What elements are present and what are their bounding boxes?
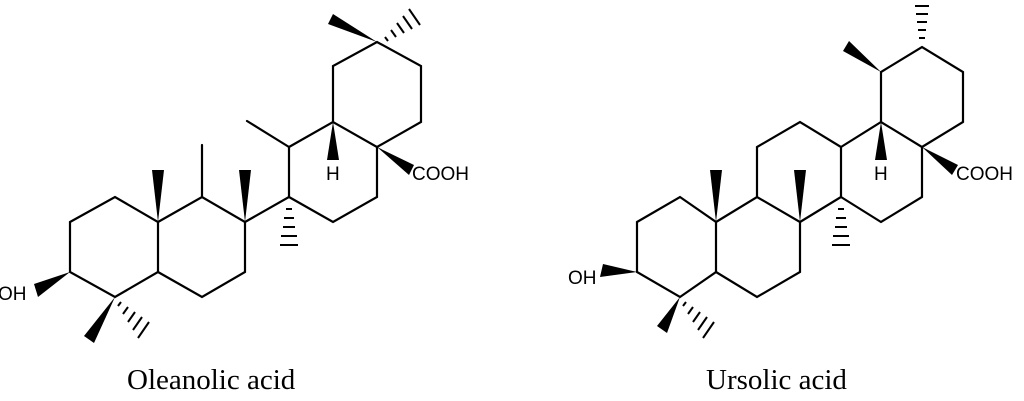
ursolic-acid-caption: Ursolic acid — [706, 364, 847, 396]
ursolic-carboxyl-label: COOH — [956, 164, 1013, 185]
c3-hydroxyl-wedge — [600, 264, 637, 277]
ring-e — [879, 45, 965, 149]
c20-methyl-hash — [915, 5, 929, 39]
ring-a — [635, 195, 718, 299]
c10-methyl-wedge — [710, 170, 722, 222]
c8-methyl-wedge — [794, 170, 806, 222]
c18-methyl — [245, 119, 291, 149]
ring-c — [243, 145, 291, 224]
c20-methyl-hash — [384, 8, 421, 42]
oleanolic-hydrogen-label: H — [326, 164, 340, 185]
c3-hydroxyl-wedge — [34, 272, 70, 297]
ring-d — [839, 120, 924, 224]
oleanolic-acid-caption: Oleanolic acid — [127, 364, 296, 396]
ring-c — [755, 120, 843, 224]
ring-e — [331, 40, 423, 149]
c14-methyl-hash — [832, 208, 850, 246]
c4-methyl-hash — [117, 301, 150, 339]
c14-methyl-hash — [280, 208, 298, 246]
c10-methyl-wedge — [152, 170, 164, 222]
c4-methyl-wedge — [657, 297, 680, 333]
c17-carboxyl-wedge — [922, 147, 958, 175]
c8-methyl-wedge — [239, 170, 251, 222]
c19-methyl-wedge — [843, 41, 881, 72]
ursolic-hydrogen-label: H — [874, 164, 888, 185]
oleanolic-acid-structure: OH H COOH — [0, 8, 469, 343]
ring-a — [68, 195, 160, 299]
c18-hydrogen-wedge — [327, 122, 339, 160]
c4-methyl-wedge — [84, 297, 115, 343]
ring-d — [287, 120, 379, 224]
oleanolic-carboxyl-label: COOH — [412, 164, 469, 185]
c4-methyl-hash — [682, 301, 715, 339]
c20-methyl-wedge — [328, 14, 377, 42]
ursolic-hydroxyl-label: OH — [568, 268, 597, 289]
ring-b — [714, 195, 802, 299]
c17-carboxyl-wedge — [377, 147, 414, 175]
oleanolic-hydroxyl-label: OH — [0, 284, 27, 305]
ursolic-acid-structure: OH H COOH — [568, 5, 1013, 339]
ring-b — [156, 195, 247, 299]
c18-hydrogen-wedge — [875, 122, 887, 160]
